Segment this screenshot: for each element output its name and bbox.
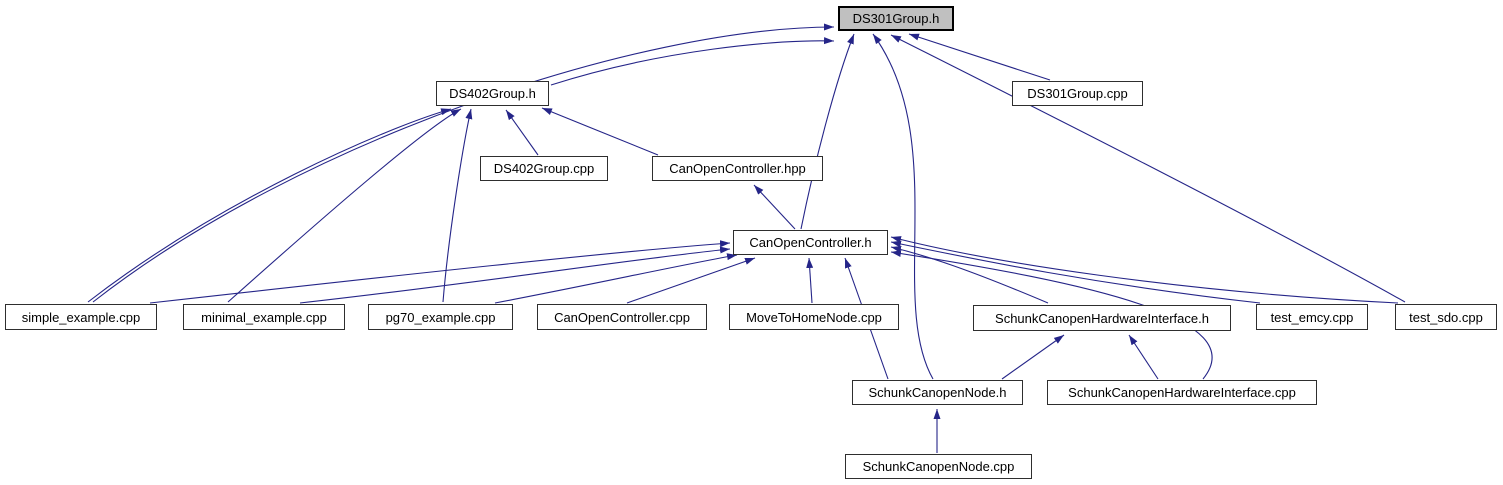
node-simple-example-cpp[interactable]: simple_example.cpp xyxy=(5,304,157,330)
edge-schunkcanopennode_h-to-schunkcanopenhardwareinterface_h xyxy=(1001,334,1065,380)
edge-pg70_example_cpp-to-ds402group_h xyxy=(442,108,473,303)
edge-ds402group_cpp-to-ds402group_h xyxy=(505,109,539,156)
edge-canopencontroller_cpp-to-canopencontroller_h xyxy=(626,257,756,304)
node-canopencontroller-cpp[interactable]: CanOpenController.cpp xyxy=(537,304,707,330)
node-test-sdo-cpp[interactable]: test_sdo.cpp xyxy=(1395,304,1497,330)
node-canopencontroller-h[interactable]: CanOpenController.h xyxy=(733,230,888,255)
edge-minimal_example_cpp-to-ds402group_h xyxy=(227,108,462,303)
edge-test_sdo_cpp-to-ds301group_h xyxy=(890,34,1406,303)
node-ds402group-cpp[interactable]: DS402Group.cpp xyxy=(480,156,608,181)
edge-canopencontroller_hpp-to-ds402group_h xyxy=(541,107,659,156)
node-schunkcanopennode-cpp[interactable]: SchunkCanopenNode.cpp xyxy=(845,454,1032,479)
edge-schunkcanopenhardwareinterface_cpp-to-canopencontroller_h xyxy=(890,250,1213,380)
node-schunkcanopennode-h[interactable]: SchunkCanopenNode.h xyxy=(852,380,1023,405)
edge-test_sdo_cpp-to-canopencontroller_h xyxy=(890,236,1399,304)
node-canopencontroller-hpp[interactable]: CanOpenController.hpp xyxy=(652,156,823,181)
edge-movetohomenode_cpp-to-canopencontroller_h xyxy=(806,257,814,304)
node-test-emcy-cpp[interactable]: test_emcy.cpp xyxy=(1256,304,1368,330)
edge-ds402group_h-to-ds301group_h xyxy=(550,37,835,86)
edge-ds301group_cpp-to-ds301group_h xyxy=(908,33,1051,81)
edge-schunkcanopennode_h-to-ds301group_h xyxy=(872,33,934,380)
edge-schunkcanopenhardwareinterface_h-to-canopencontroller_h xyxy=(890,245,1049,304)
node-ds301group-cpp[interactable]: DS301Group.cpp xyxy=(1012,81,1143,106)
edge-test_emcy_cpp-to-canopencontroller_h xyxy=(890,240,1261,304)
node-pg70-example-cpp[interactable]: pg70_example.cpp xyxy=(368,304,513,330)
edge-simple_example_cpp-to-canopencontroller_h xyxy=(149,240,731,304)
node-schunkcanopenhardwareinterface-cpp[interactable]: SchunkCanopenHardwareInterface.cpp xyxy=(1047,380,1317,405)
edge-canopencontroller_h-to-canopencontroller_hpp xyxy=(753,184,796,230)
node-ds301group-h[interactable]: DS301Group.h xyxy=(838,6,954,31)
edge-simple_example_cpp-to-ds402group_h xyxy=(87,108,452,303)
node-ds402group-h[interactable]: DS402Group.h xyxy=(436,81,549,106)
edge-pg70_example_cpp-to-canopencontroller_h xyxy=(494,253,738,304)
edge-canopencontroller_h-to-ds301group_h xyxy=(800,33,855,230)
node-minimal-example-cpp[interactable]: minimal_example.cpp xyxy=(183,304,345,330)
edge-schunkcanopenhardwareinterface_cpp-to-schunkcanopenhardwareinterface_h xyxy=(1128,334,1159,380)
edge-minimal_example_cpp-to-canopencontroller_h xyxy=(299,246,731,304)
node-movetohomenode-cpp[interactable]: MoveToHomeNode.cpp xyxy=(729,304,899,330)
node-schunkcanopenhardwareinterface-h[interactable]: SchunkCanopenHardwareInterface.h xyxy=(973,305,1231,331)
